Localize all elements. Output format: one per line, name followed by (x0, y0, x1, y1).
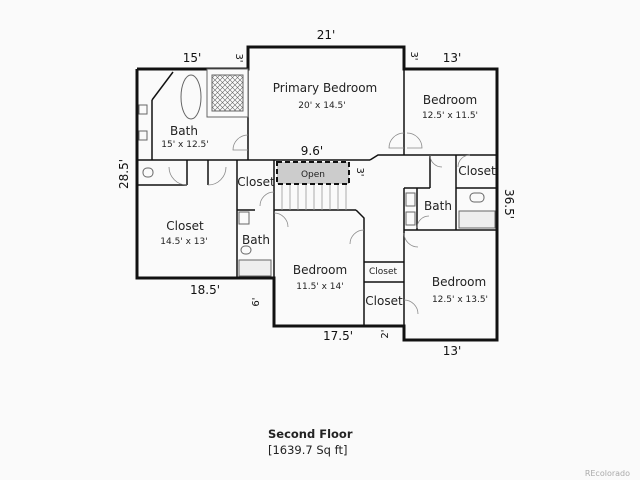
open-area-label: Open (301, 170, 325, 180)
dim-bottom-bedroom: 17.5' (323, 329, 353, 343)
closet-center-label: Closet (237, 175, 275, 189)
bath-center-label: Bath (242, 233, 270, 247)
bedroom-ne-label: Bedroom (423, 93, 477, 107)
open-area (276, 161, 350, 185)
dim-stair-width: 9.6' (301, 144, 323, 158)
dim-top-jog-left: 3' (233, 53, 244, 62)
staircase (281, 185, 347, 210)
bedroom-center-label: Bedroom (293, 263, 347, 277)
credit-watermark: REcolorado (584, 469, 630, 478)
primary-bath-dims: 15' x 12.5' (161, 140, 209, 150)
floor-area: [1639.7 Sq ft] (268, 443, 348, 457)
bedroom-se-label: Bedroom (432, 275, 486, 289)
primary-bedroom-label: Primary Bedroom (273, 81, 377, 95)
dim-bottom-jog-left: 6' (251, 297, 262, 306)
bedroom-ne-dims: 12.5' x 11.5' (422, 111, 478, 121)
interior-walls (137, 69, 497, 340)
floor-title: Second Floor (268, 427, 353, 441)
walk-in-closet-dims: 14.5' x 13' (160, 237, 208, 247)
dim-top-bedroom-ne: 13' (443, 51, 462, 65)
bedroom-se-dims: 12.5' x 13.5' (432, 295, 488, 305)
bath-east-label: Bath (424, 199, 452, 213)
dim-bottom-closet: 18.5' (190, 283, 220, 297)
dimension-labels: 21' 15' 3' 3' 13' 28.5' 36.5' 9.6' 3' 18… (117, 28, 516, 358)
primary-bedroom-dims: 20' x 14.5' (298, 101, 346, 111)
bedroom-center-dims: 11.5' x 14' (296, 282, 344, 292)
dim-top-bath: 15' (183, 51, 202, 65)
dim-top-jog-right: 3' (408, 51, 419, 60)
dim-left-height: 28.5' (117, 159, 131, 189)
walk-in-closet-label: Closet (166, 219, 204, 233)
dim-top-primary: 21' (317, 28, 336, 42)
dim-bottom-jog-right: 2' (380, 329, 391, 338)
fixtures (138, 68, 496, 277)
doors (168, 132, 471, 315)
room-labels: Primary Bedroom 20' x 14.5' Bath 15' x 1… (160, 81, 496, 308)
primary-bath-label: Bath (170, 124, 198, 138)
dim-stair-jog: 3' (354, 167, 365, 176)
dim-bottom-bedroom-se: 13' (443, 344, 462, 358)
closet-ne-label: Closet (458, 164, 496, 178)
closet-lower-label: Closet (365, 294, 403, 308)
closet-small-label: Closet (369, 267, 398, 277)
dim-right-height: 36.5' (502, 189, 516, 219)
